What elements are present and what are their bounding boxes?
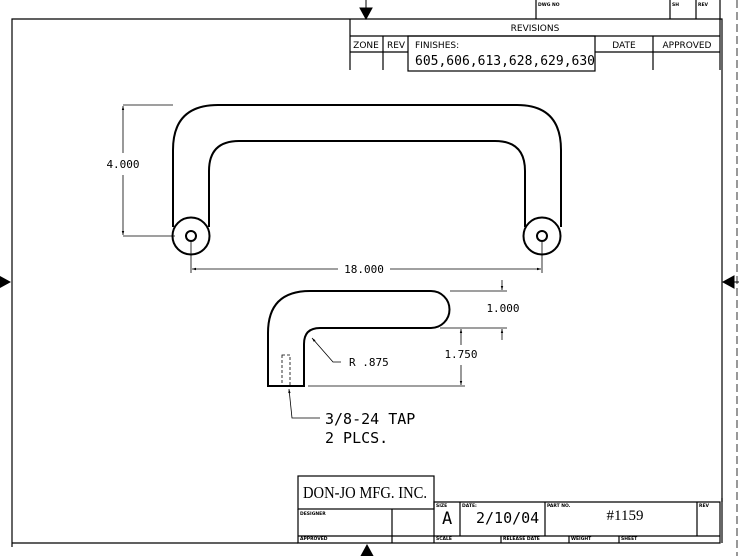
- col-zone: ZONE: [353, 41, 379, 51]
- thickness-dimension: 1.000: [440, 280, 520, 340]
- width-dimension-label: 18.000: [344, 263, 384, 276]
- radius-label: R .875: [349, 356, 389, 369]
- designer-label: DESIGNER: [300, 511, 326, 517]
- part-no-value: #1159: [607, 508, 644, 524]
- release-date-label: RELEASE DATE: [503, 536, 540, 542]
- tap-label: 3/8-24 TAP: [325, 410, 415, 428]
- right-center-arrow-icon: [721, 275, 739, 289]
- company-name: DON-JO MFG. INC.: [303, 483, 427, 502]
- leg-dimension-label: 1.750: [444, 348, 477, 361]
- date-value: 2/10/04: [476, 509, 539, 527]
- bottom-center-arrow-icon: [360, 543, 374, 556]
- leg-dimension: 1.750: [308, 329, 478, 387]
- sh-label: SH: [672, 2, 679, 8]
- left-center-arrow-icon: [0, 276, 11, 288]
- radius-callout: R .875: [311, 337, 389, 369]
- mounting-hole-left: [185, 230, 197, 242]
- height-dimension-label: 4.000: [106, 158, 139, 171]
- tap-callout: 3/8-24 TAP 2 PLCS.: [288, 388, 415, 447]
- width-dimension: 18.000: [190, 242, 543, 276]
- revisions-title: REVISIONS: [511, 24, 560, 34]
- height-dimension: 4.000: [106, 104, 175, 237]
- mounting-hole-right: [536, 230, 548, 242]
- approved-label: APPROVED: [300, 536, 328, 542]
- finishes-value: 605,606,613,628,629,630: [415, 54, 595, 69]
- col-finishes: FINISHES:: [415, 41, 459, 51]
- title-block: DON-JO MFG. INC. DESIGNER APPROVED SIZE …: [297, 475, 723, 544]
- rev-label: REV: [699, 503, 710, 509]
- col-rev: REV: [387, 41, 406, 51]
- scale-label: SCALE: [436, 536, 452, 542]
- rev-label: REV: [698, 2, 709, 8]
- dwg-no-label: DWG NO: [538, 2, 560, 8]
- thickness-dimension-label: 1.000: [486, 302, 519, 315]
- top-center-arrow-icon: [359, 0, 373, 21]
- weight-label: WEIGHT: [571, 536, 592, 542]
- part-no-label: PART NO.: [547, 503, 571, 509]
- size-label: SIZE: [436, 503, 447, 509]
- date-label: DATE:: [462, 503, 477, 509]
- col-date: DATE: [612, 41, 636, 51]
- handle-top-view: [171, 104, 562, 256]
- sheet-label: SHEET: [621, 536, 638, 542]
- tap-hole-hidden: [281, 354, 291, 387]
- tap-quantity-label: 2 PLCS.: [325, 429, 388, 447]
- col-approved: APPROVED: [663, 41, 712, 51]
- handle-side-view: [267, 290, 451, 387]
- size-value: A: [442, 509, 452, 529]
- drawing-frame: [11, 0, 738, 556]
- revisions-block: DWG NO SH REV REVISIONS ZONE REV FINISHE…: [349, 0, 721, 72]
